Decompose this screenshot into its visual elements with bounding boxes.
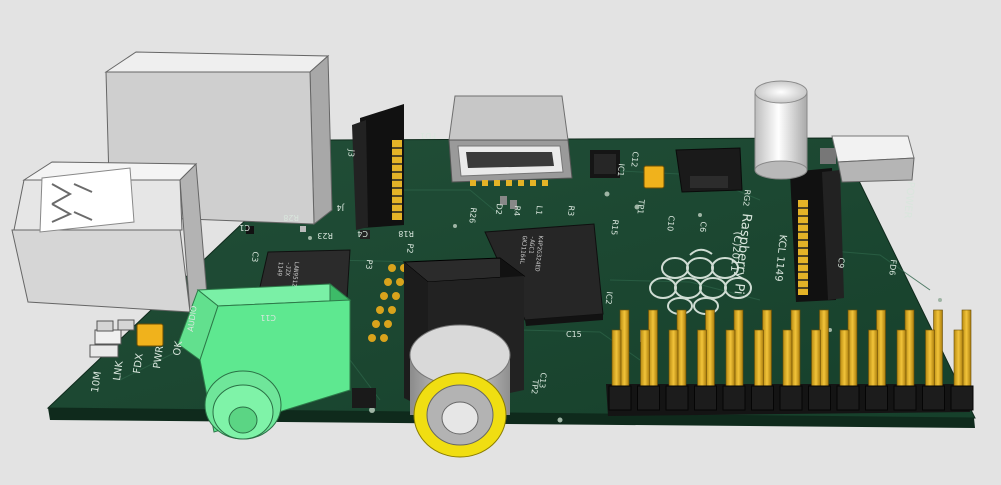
ref-c12: C12 [629,151,640,168]
gpio-pin-back [676,309,687,387]
gpio-pin-front [896,329,907,387]
gpio-pin-front [668,329,679,387]
gpio-pin-front [611,329,622,387]
p3-header [368,264,408,342]
gpio-pin-housing [779,385,803,411]
gpio-pin-front [839,329,850,387]
gpio-pin-front [725,329,736,387]
gpio-pin-front [697,329,707,387]
gpio-pin-back [790,309,801,387]
gpio-pin-housing [665,385,689,411]
ref-d2: D2 [493,203,504,216]
pcb-vias [308,191,942,423]
rca-jack [402,257,526,458]
electrolytic-capacitor [754,80,808,180]
gpio-pin-housing [608,385,632,411]
ref-c6: C6 [697,221,708,233]
ref-rg2: RG2 [741,189,752,207]
ref-tp2: TP2 [529,379,540,395]
gpio-pin-housing [637,385,660,411]
ref-j3: J3 [346,149,356,158]
ref-j4: J4 [336,203,344,212]
gpio-pin-front [925,329,935,387]
regulator-chip [675,147,743,193]
gpio-pin-front [811,329,821,387]
ref-l1: L1 [534,205,544,216]
ref-r15: R15 [609,219,620,236]
ref-p3: P3 [364,259,374,270]
gpio-pin-housing [950,385,974,411]
gpio-pin-back [705,309,715,387]
gpio-pin-back [933,309,943,387]
micro-usb-power-connector [831,135,915,183]
gpio-pin-front [782,329,793,387]
ref-fd1: FD1 [420,131,436,140]
ref-ic2: IC2 [603,291,614,305]
usb-chevron-icon [51,183,93,223]
gpio-pin-housing [922,385,945,411]
ref-c3: C3 [249,251,260,263]
ref-tp1: TP1 [635,199,646,215]
gpio-pin-front [868,329,878,387]
camera-connector [352,104,404,230]
lan-marking-line-3: 1149 [275,261,284,277]
gpio-pin-back [733,309,744,387]
gpio-header [606,309,974,416]
gpio-pin-back [847,309,858,387]
lan-marking-line-2: -JZX [283,261,292,277]
ref-c1: C1 [239,223,250,232]
gpio-pin-back [904,309,915,387]
audio-jack [177,282,352,440]
gpio-pin-back [619,309,630,387]
ref-c11: C11 [260,313,276,322]
gpio-pin-front [640,329,650,387]
gpio-pin-housing [893,385,917,411]
ref-ic1: IC1 [615,163,626,177]
gpio-pin-back [819,309,829,387]
gpio-pin-back [762,309,772,387]
gpio-pin-back [648,309,658,387]
ref-r28: R28 [283,213,299,222]
ref-c10: C10 [665,215,676,232]
ref-r3: R3 [565,205,576,217]
ref-r23: R23 [317,231,333,240]
ref-p2: P2 [405,243,415,254]
led-label-ok: OK [172,340,185,357]
gpio-pin-housing [722,385,746,411]
hdmi-connector [448,95,573,186]
gpio-pin-housing [808,385,831,411]
gpio-pin-housing [836,385,860,411]
display-connector [790,168,844,302]
gpio-pin-back [961,309,972,387]
gpio-pin-housing [751,385,774,411]
gpio-pin-housing [865,385,888,411]
gpio-pin-housing [694,385,717,411]
ref-r18: R18 [398,229,414,238]
small-ic [590,150,620,178]
ref-c4: C4 [357,229,368,238]
smd-components [89,148,836,408]
ref-fd6: FD6 [887,259,898,276]
gpio-pin-front [754,329,764,387]
raspberry-logo-icon [649,248,752,315]
ref-c15: C15 [566,330,582,339]
usb-double-jack [11,161,209,313]
ref-r26: R26 [467,207,478,224]
ref-c9: C9 [835,257,846,269]
status-leds [96,319,135,332]
gpio-pin-front [953,329,964,387]
gpio-pin-back [876,309,886,387]
ref-r4: R4 [511,205,522,217]
